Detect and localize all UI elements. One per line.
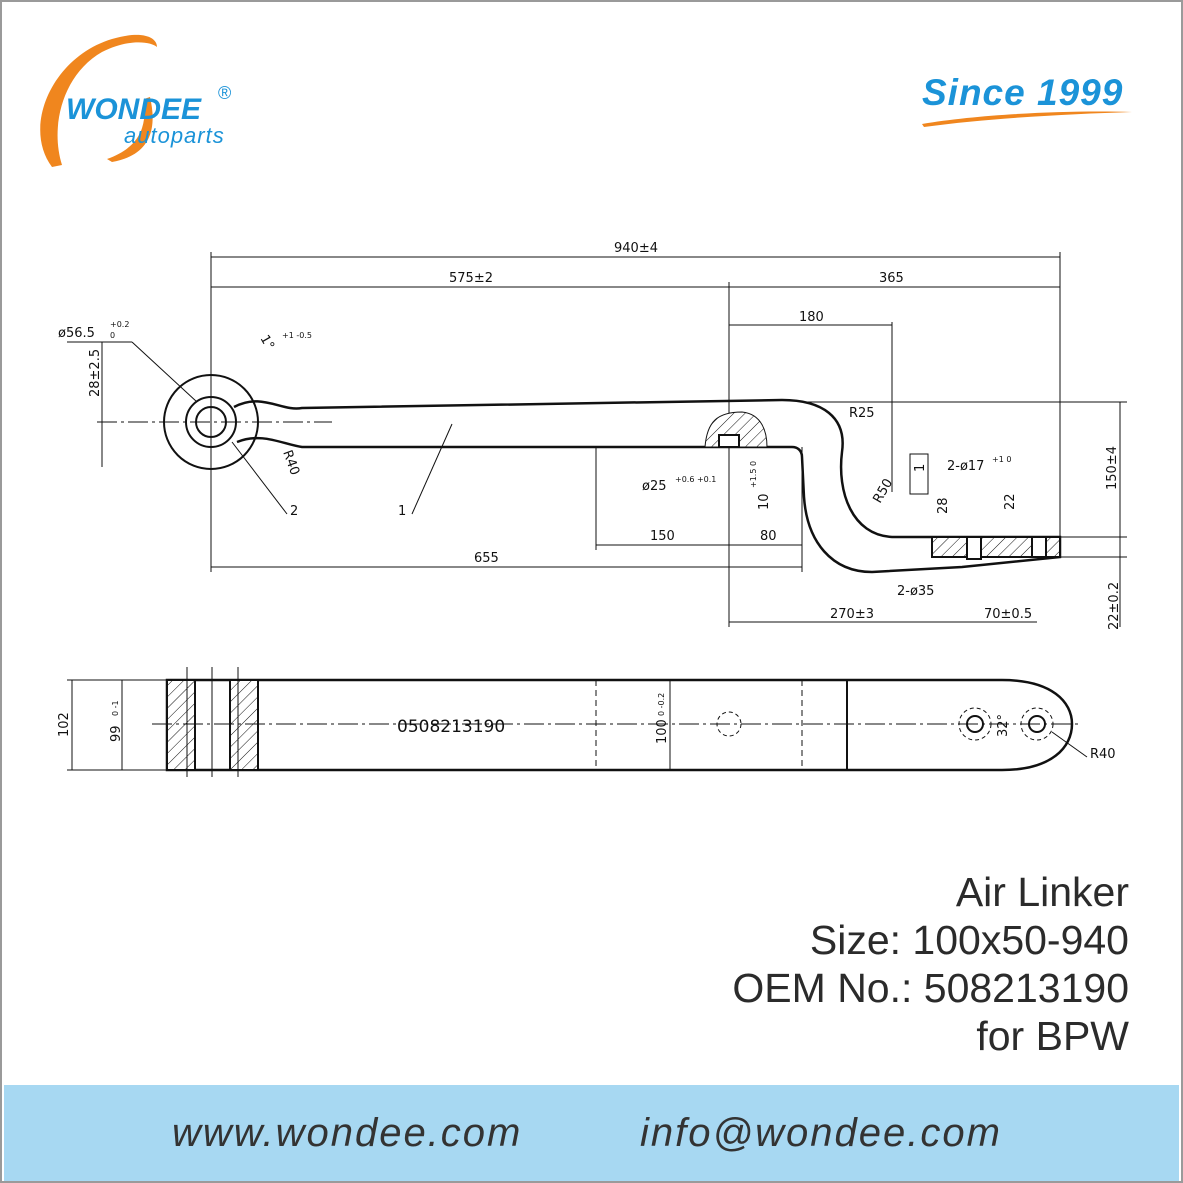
callout-1: 1 — [398, 504, 406, 519]
dim-365: 365 — [879, 271, 904, 286]
dim-angle: 1° — [257, 333, 277, 353]
product-for: for BPW — [976, 1013, 1129, 1059]
since-1999-slogan: Since 1999 — [922, 72, 1124, 113]
email-link[interactable]: info@wondee.com — [640, 1111, 1002, 1155]
dim-28: 28±2.5 — [88, 349, 103, 397]
dim-102: 102 — [57, 712, 72, 737]
dimension-labels: 940±4 575±2 365 180 ø56.5 +0.2 0 28±2.5 … — [57, 241, 1122, 762]
dim-r40: R40 — [279, 448, 302, 477]
dim-99: 99 — [109, 725, 124, 742]
dim-eye-dia: ø56.5 — [58, 326, 95, 341]
dim-holes17: 2-ø17 — [947, 459, 984, 474]
dim-100-tol: 0 -0.2 — [657, 693, 666, 716]
dim-150: 150 — [650, 529, 675, 544]
dim-575: 575±2 — [449, 271, 493, 286]
product-name: Air Linker — [955, 869, 1129, 915]
product-info: Air Linker Size: 100x50-940 OEM No.: 508… — [732, 868, 1129, 1060]
website-link[interactable]: www.wondee.com — [172, 1111, 523, 1155]
dim-180: 180 — [799, 310, 824, 325]
dim-655: 655 — [474, 551, 499, 566]
registered-mark: ® — [218, 83, 231, 103]
dim-r40b: R40 — [1090, 747, 1116, 762]
callout-2: 2 — [290, 504, 298, 519]
dim-32deg: 32° — [996, 714, 1011, 737]
part-number-label: 0508213190 — [397, 717, 505, 737]
flatness-symbol: 1 — [913, 464, 928, 472]
slogan-underline — [922, 111, 1132, 127]
dim-270: 270±3 — [830, 607, 874, 622]
dim-eye-tol-up: +0.2 — [110, 320, 129, 329]
dim-holes17-tol: +1 0 — [992, 455, 1011, 464]
product-size: Size: 100x50-940 — [809, 917, 1129, 963]
dim-pin-tol: +0.6 +0.1 — [675, 475, 716, 484]
product-oem: OEM No.: 508213190 — [732, 965, 1129, 1011]
dim-80: 80 — [760, 529, 777, 544]
dim-10: 10 — [757, 493, 772, 510]
dim-28b: 28 — [936, 497, 951, 514]
dim-100: 100 — [655, 719, 670, 744]
dim-r25: R25 — [849, 406, 875, 421]
logo-sub: autoparts — [124, 123, 225, 148]
dim-150h: 150±4 — [1105, 446, 1120, 490]
dim-angle-tol: +1 -0.5 — [282, 331, 312, 340]
dim-eye-tol-lo: 0 — [110, 331, 115, 340]
dim-22: 22 — [1003, 493, 1018, 510]
logo-brand: WONDEE — [66, 93, 202, 126]
dim-pin-dia: ø25 — [642, 479, 667, 494]
contact-footer: www.wondee.com info@wondee.com — [4, 1085, 1179, 1181]
dim-22b: 22±0.2 — [1107, 582, 1122, 630]
dim-10-tol: +1.5 0 — [749, 461, 758, 488]
wondee-logo: WONDEE autoparts ® — [40, 34, 231, 167]
dim-99-tol: 0 -1 — [111, 700, 120, 716]
dim-70: 70±0.5 — [984, 607, 1032, 622]
dim-holes35: 2-ø35 — [897, 584, 934, 599]
dim-940: 940±4 — [614, 241, 658, 256]
